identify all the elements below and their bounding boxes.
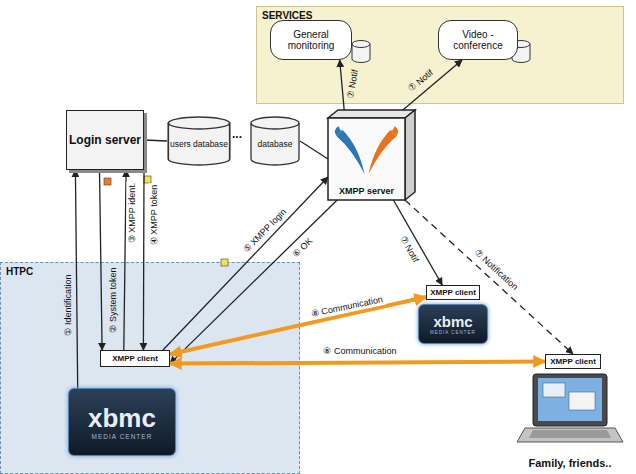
node-label: XMPP client	[112, 354, 158, 364]
flow-arrow	[340, 60, 345, 118]
service-box: General monitoring	[270, 20, 352, 60]
xmpp-logo	[335, 126, 398, 174]
flow-arrow	[393, 200, 442, 285]
node-sublabel: MEDIA CENTER	[92, 433, 153, 440]
link-line	[144, 140, 167, 141]
cylinder-rim	[352, 44, 370, 48]
logo-wing	[335, 126, 343, 136]
client-box: XMPP client	[545, 354, 601, 369]
edge-label: ③ XMPP ident.	[127, 181, 138, 245]
service-box: Video - conference	[438, 20, 518, 60]
xbmc-logo: xbmcMEDIA CENTER	[418, 304, 488, 344]
flow-arrow	[405, 200, 573, 354]
edge-label: ⑧ Communication	[321, 346, 398, 357]
cube-side	[405, 110, 415, 200]
service-database	[352, 41, 370, 63]
logo-wing	[391, 126, 399, 136]
laptop-shape	[515, 372, 625, 470]
node-label: database	[258, 139, 293, 149]
laptop-base	[517, 428, 623, 442]
laptop-keyboard	[529, 430, 611, 438]
services-band: SERVICESGeneral monitoringVideo - confer…	[256, 6, 624, 104]
token-square	[104, 178, 111, 185]
xbmc-logo: xbmcMEDIA CENTER	[68, 388, 176, 456]
node-label: users database	[170, 139, 228, 149]
node-sublabel: MEDIA CENTER	[430, 330, 476, 335]
cylinder-body	[512, 41, 530, 63]
logo-swoosh	[369, 130, 397, 174]
node-label: XMPP server	[339, 186, 394, 196]
client-box: XMPP client	[100, 350, 170, 367]
node-label: XMPP client	[550, 357, 596, 367]
server-box: Login server	[66, 110, 144, 170]
cylinder-rim	[251, 123, 299, 129]
flow-arrow	[100, 170, 103, 350]
cube-front	[328, 118, 405, 200]
token-square	[221, 259, 228, 266]
node-label: xbmc	[433, 313, 472, 330]
flow-arrow	[75, 170, 77, 388]
database-cylinder: users database	[167, 116, 231, 166]
xmpp-server: XMPP server	[328, 118, 405, 200]
laptop-icon: Family, friends..	[515, 372, 625, 470]
service-database	[512, 41, 530, 63]
node-label: HTPC	[6, 266, 33, 278]
edge-label: ⑥ OK	[289, 234, 316, 261]
edge-label: ⑦ Notif	[396, 232, 422, 266]
edge-label: ① Identification	[63, 272, 74, 337]
flow-arrow	[170, 200, 337, 364]
cylinder-rim	[512, 44, 530, 48]
cylinder-body	[168, 117, 229, 165]
link-line	[300, 141, 328, 159]
edge-label: ⑤ XMPP login	[240, 205, 291, 257]
cylinder-rim	[168, 123, 229, 129]
edge-label: ④ XMPP token	[149, 183, 160, 247]
node-label: XMPP client	[430, 288, 476, 298]
screen-window	[543, 383, 565, 397]
node-label: xbmc	[88, 404, 156, 433]
flow-arrow	[393, 60, 462, 118]
cylinder-body	[352, 41, 370, 63]
cylinder-body	[251, 117, 299, 165]
node-label: General monitoring	[275, 29, 347, 51]
laptop-screen	[538, 378, 602, 421]
database-cylinder: database	[250, 116, 300, 166]
node-label: Login server	[69, 133, 141, 147]
screen-window	[569, 392, 595, 410]
ellipsis-label: ...	[230, 129, 244, 140]
communication-arrow	[170, 362, 545, 364]
logo-swoosh	[337, 130, 365, 174]
flow-arrow	[143, 170, 145, 350]
edge-label: ② System token	[108, 265, 119, 334]
laptop-frame	[533, 374, 607, 426]
node-label: Video - conference	[443, 29, 513, 51]
htpc-band: HTPC XMPP client xbmcMEDIA CENTER	[0, 262, 300, 474]
cube-top	[328, 110, 415, 118]
node-label: Family, friends..	[529, 457, 612, 470]
client-box: XMPP client	[426, 285, 480, 300]
